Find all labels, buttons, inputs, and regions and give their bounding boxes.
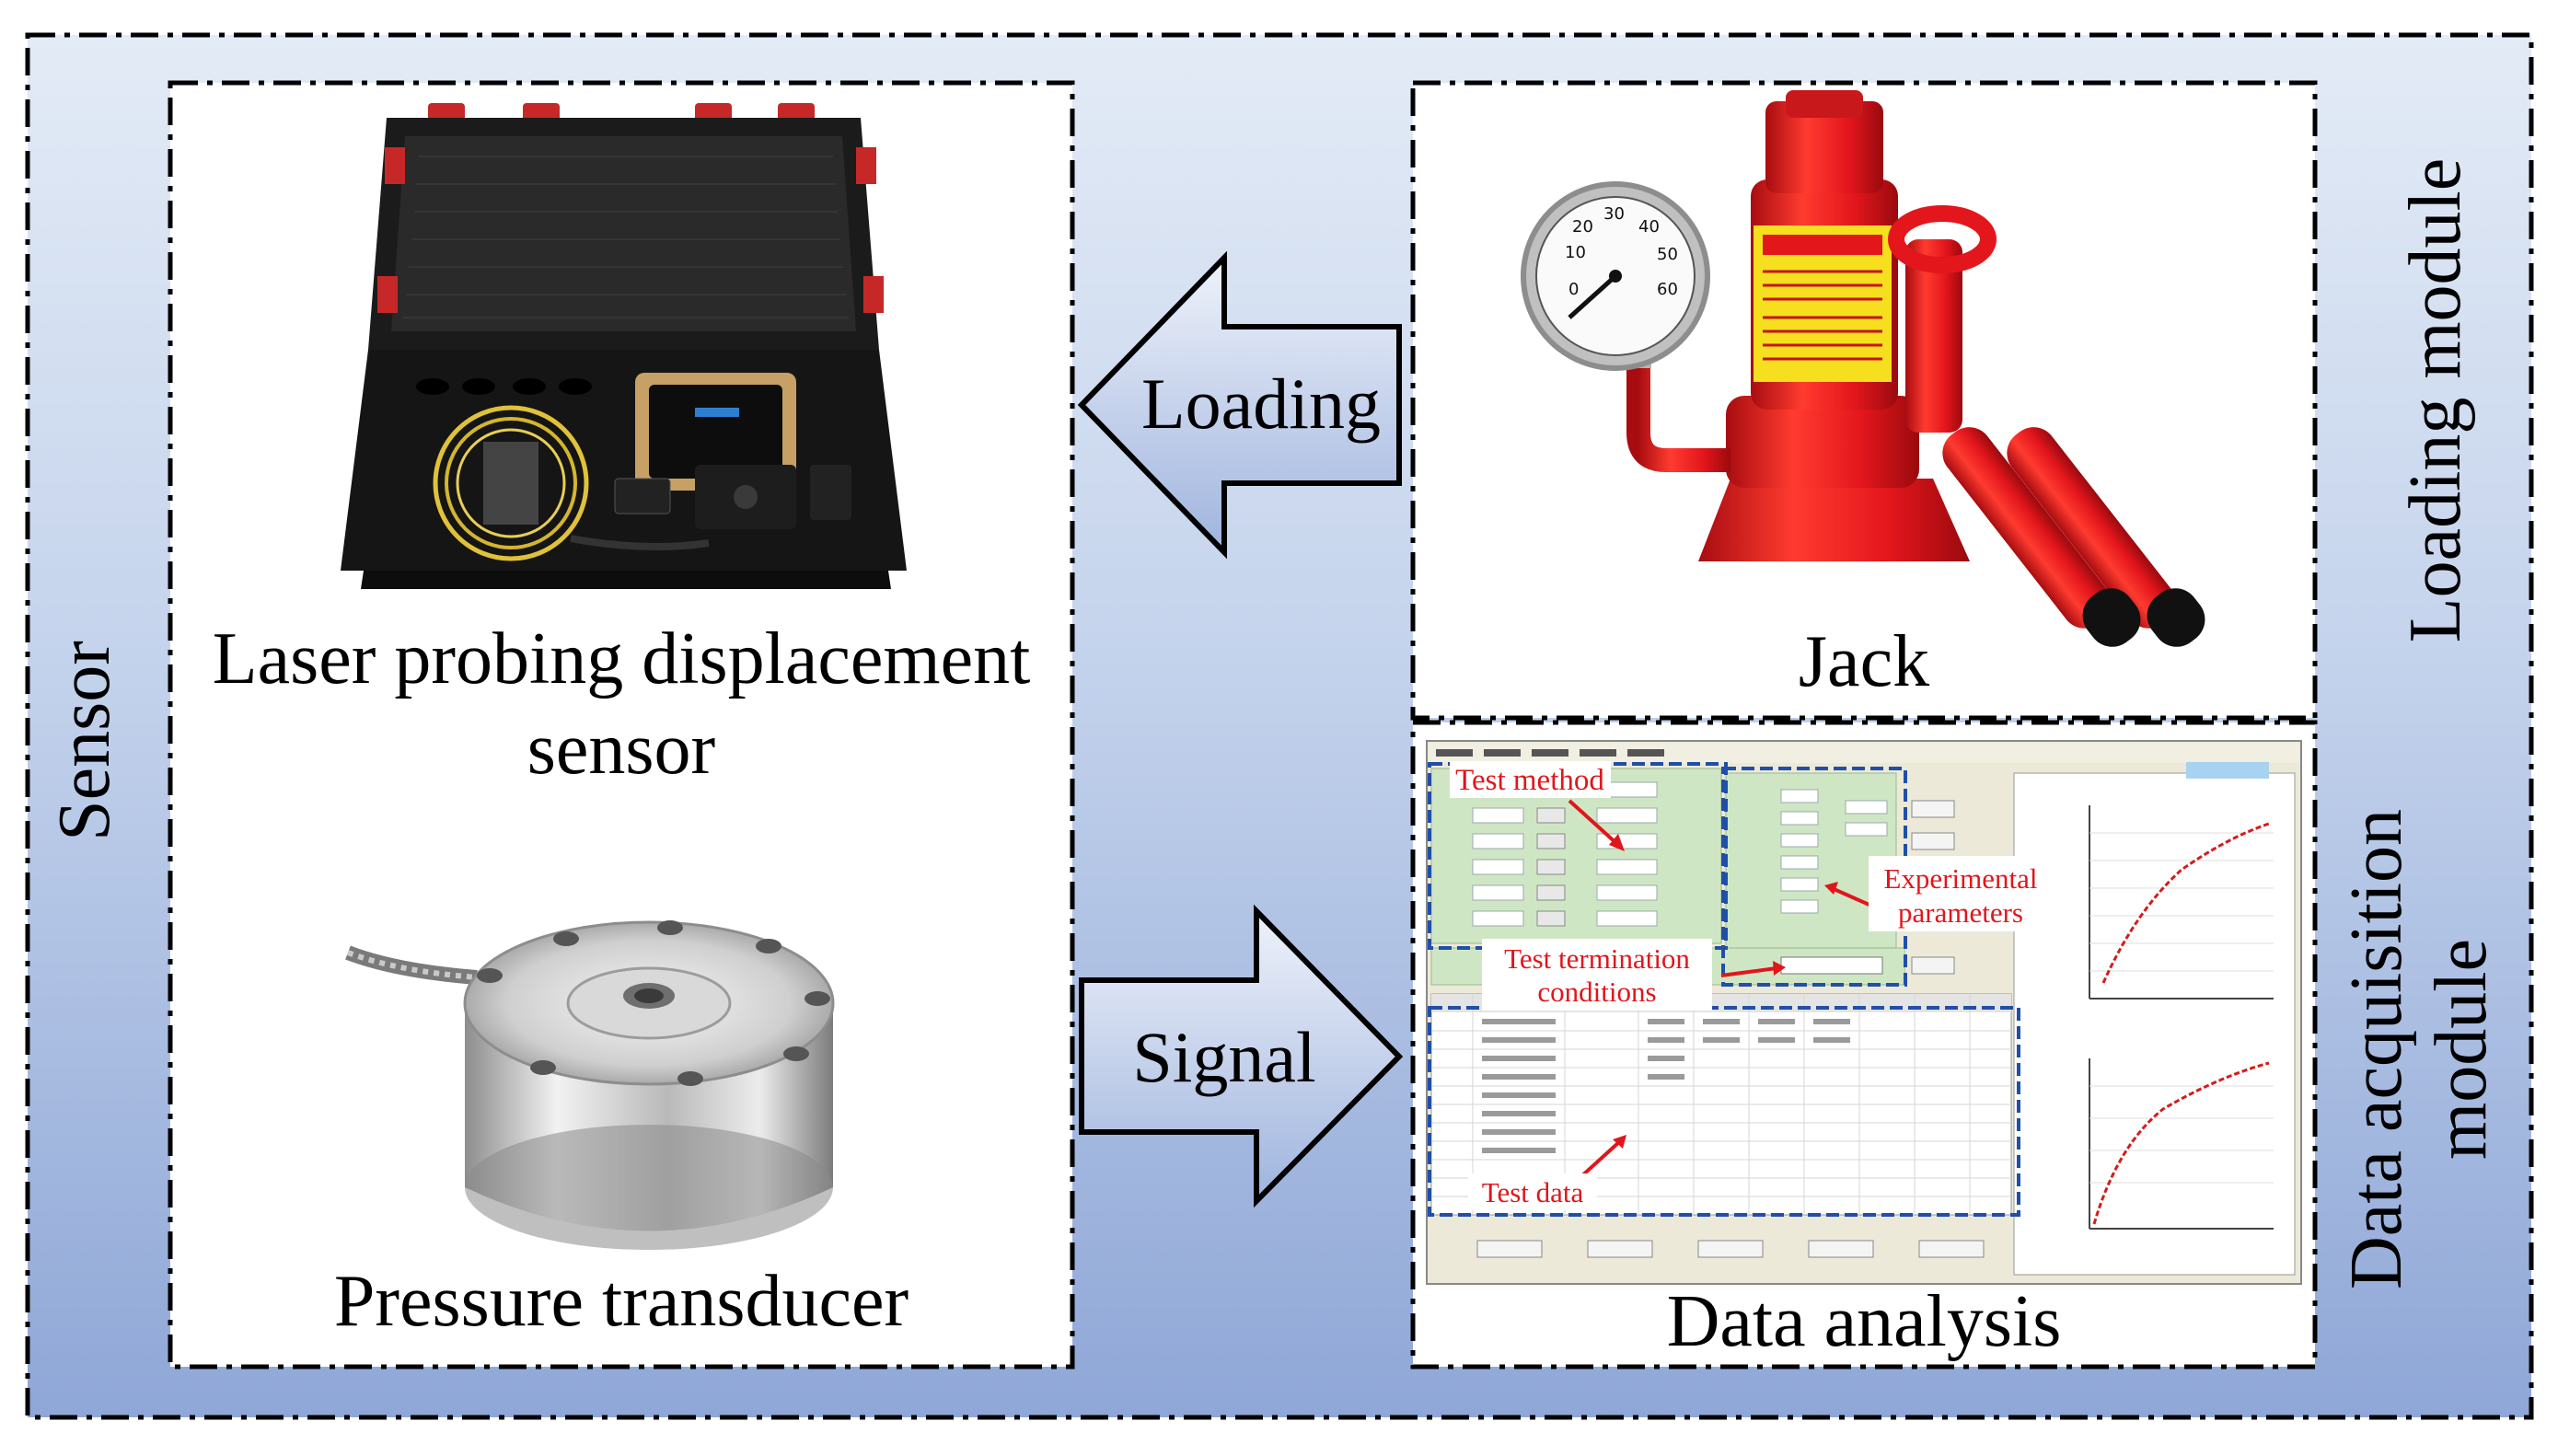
annotation-test-termination-line1: Test termination: [1504, 942, 1690, 975]
pressure-transducer-label: Pressure transducer: [334, 1261, 909, 1342]
signal-arrow-label: Signal: [1132, 1017, 1315, 1097]
gauge-tick-10: 10: [1565, 243, 1586, 262]
annotation-test-method: Test method: [1455, 764, 1604, 797]
annotation-experimental-parameters-line1: Experimental: [1884, 862, 2038, 895]
sensor-panel-border: [168, 80, 1075, 1369]
annotation-experimental-parameters-line2: parameters: [1898, 896, 2023, 929]
loading-arrow-label: Loading: [1141, 364, 1381, 444]
signal-arrow: [1079, 904, 1404, 1208]
data-analysis-panel-border: [1410, 720, 2318, 1369]
gauge-tick-20: 20: [1572, 217, 1593, 237]
gauge-tick-50: 50: [1657, 245, 1678, 264]
laser-sensor-label-line2: sensor: [527, 709, 715, 790]
jack-label: Jack: [1799, 621, 1929, 702]
outer-frame-border: [25, 32, 2534, 1420]
gauge-tick-60: 60: [1657, 280, 1678, 299]
gauge-tick-30: 30: [1603, 204, 1625, 224]
annotation-test-termination-line2: conditions: [1537, 976, 1656, 1008]
annotation-test-data: Test data: [1482, 1176, 1584, 1208]
data-acquisition-title-line1: Data acquisition: [2336, 809, 2417, 1289]
gauge-tick-0: 0: [1568, 280, 1579, 299]
jack-panel-border: [1410, 80, 2318, 721]
laser-sensor-label-line1: Laser probing displacement: [213, 618, 1031, 699]
laser-sensor-case-image: [341, 103, 907, 589]
pressure-transducer-image: [345, 920, 835, 1250]
jack-image: 10 20 30 40 50 60 0: [1521, 90, 2205, 647]
loading-arrow: [1077, 250, 1402, 560]
data-acquisition-title-line2: module: [2421, 939, 2502, 1160]
loading-module-title: Loading module: [2395, 158, 2476, 643]
gauge-tick-40: 40: [1638, 217, 1660, 237]
sensor-module-title: Sensor: [44, 641, 125, 841]
data-analysis-label: Data analysis: [1667, 1281, 2062, 1362]
